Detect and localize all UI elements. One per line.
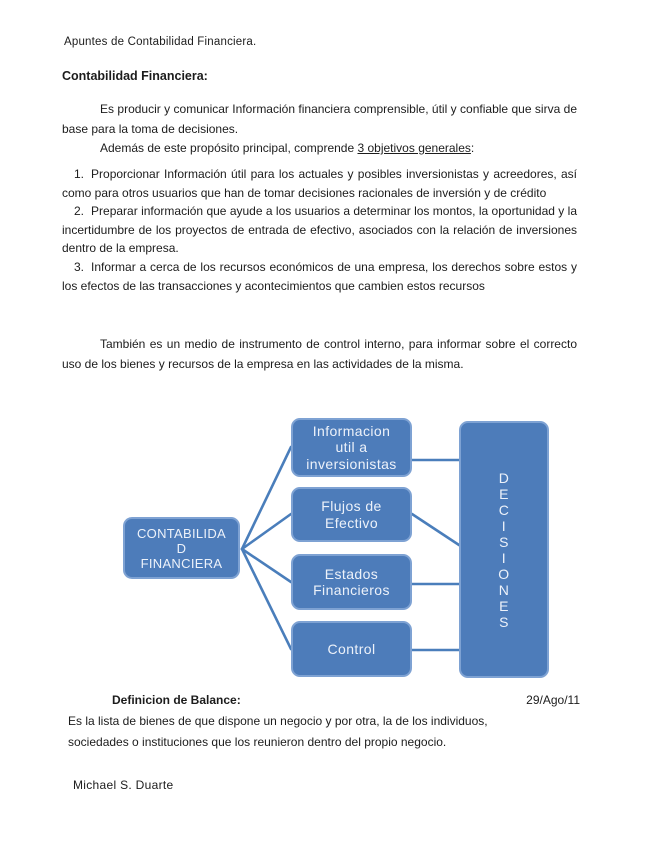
objective-text-3: Informar a cerca de los recursos económi…: [62, 259, 577, 293]
connector-line: [410, 512, 461, 547]
result-box-letter: E: [499, 485, 509, 502]
branch-box-line: Flujos de: [321, 498, 382, 514]
objectives-intro-prefix: Además de este propósito principal, comp…: [100, 141, 358, 155]
objectives-list: 1.Proporcionar Información útil para los…: [62, 165, 577, 295]
diagram-connectors: [240, 445, 461, 652]
diagram-root-box-contabilidad-financiera: CONTABILIDA D FINANCIERA: [123, 517, 240, 579]
result-box-letter: S: [499, 613, 509, 630]
paragraph-intro: Es producir y comunicar Información fina…: [62, 102, 577, 136]
objective-number-3: 3.: [74, 259, 85, 274]
result-box-letter: N: [498, 581, 510, 598]
objectives-intro-suffix: :: [470, 141, 475, 155]
result-box-letter: E: [499, 597, 509, 614]
result-box-letter: D: [498, 469, 510, 486]
root-box-line: D: [176, 540, 187, 556]
objective-item-1: 1.Proporcionar Información útil para los…: [62, 165, 577, 202]
connector-line: [240, 445, 293, 551]
objective-number-2: 2.: [74, 204, 85, 219]
balance-heading-row: Definicion de Balance: 29/Ago/11: [68, 691, 580, 710]
branch-box-line: Estados: [324, 565, 379, 582]
branch-box-line: Efectivo: [325, 514, 378, 531]
branch-box-line: util a: [335, 439, 368, 456]
page-footer-author: Michael S. Duarte: [73, 778, 174, 792]
accounting-diagram: CONTABILIDA D FINANCIERA Informacion uti…: [0, 415, 655, 687]
section-title: Contabilidad Financiera:: [62, 69, 208, 83]
diagram-branch-box-control: Control: [291, 621, 412, 677]
balance-heading: Definicion de Balance:: [112, 693, 241, 707]
paragraph-objectives-intro: Además de este propósito principal, comp…: [62, 139, 577, 159]
objective-item-3: 3.Informar a cerca de los recursos econó…: [62, 258, 577, 295]
objectives-intro-underlined: 3 objetivos generales: [357, 141, 471, 155]
branch-box-line: Financieros: [313, 582, 390, 598]
objective-text-2: Preparar información que ayude a los usu…: [62, 204, 577, 256]
objective-item-2: 2.Preparar información que ayude a los u…: [62, 202, 577, 258]
connector-line: [240, 547, 293, 651]
root-box-line: CONTABILIDA: [136, 525, 227, 541]
result-box-letter: I: [501, 549, 507, 566]
paragraph-balance-definition: Es la lista de bienes de que dispone un …: [68, 714, 488, 749]
balance-date: 29/Ago/11: [526, 693, 580, 707]
branch-box-line: Control: [327, 640, 376, 657]
objective-number-1: 1.: [74, 167, 85, 181]
result-box-letter: C: [498, 501, 510, 518]
diagram-result-box-decisiones: D E C I S I O N E S: [459, 421, 549, 678]
objective-text-1: Proporcionar Información útil para los a…: [62, 167, 577, 200]
page-header: Apuntes de Contabilidad Financiera.: [64, 36, 257, 48]
result-box-letter: I: [501, 517, 507, 534]
diagram-branch-box-estados-financieros: Estados Financieros: [291, 554, 412, 610]
result-box-letter: S: [499, 533, 509, 550]
branch-box-line: Informacion: [312, 422, 391, 439]
diagram-branch-box-flujos-de-efectivo: Flujos de Efectivo: [291, 487, 412, 542]
paragraph-control-note: También es un medio de instrumento de co…: [62, 337, 577, 371]
root-box-line: FINANCIERA: [140, 555, 223, 571]
branch-box-line: inversionistas: [306, 455, 397, 472]
connector-line: [240, 512, 293, 551]
result-box-letter: O: [498, 565, 510, 582]
connector-line: [240, 547, 293, 584]
diagram-branch-box-informacion-util: Informacion util a inversionistas: [291, 418, 412, 477]
